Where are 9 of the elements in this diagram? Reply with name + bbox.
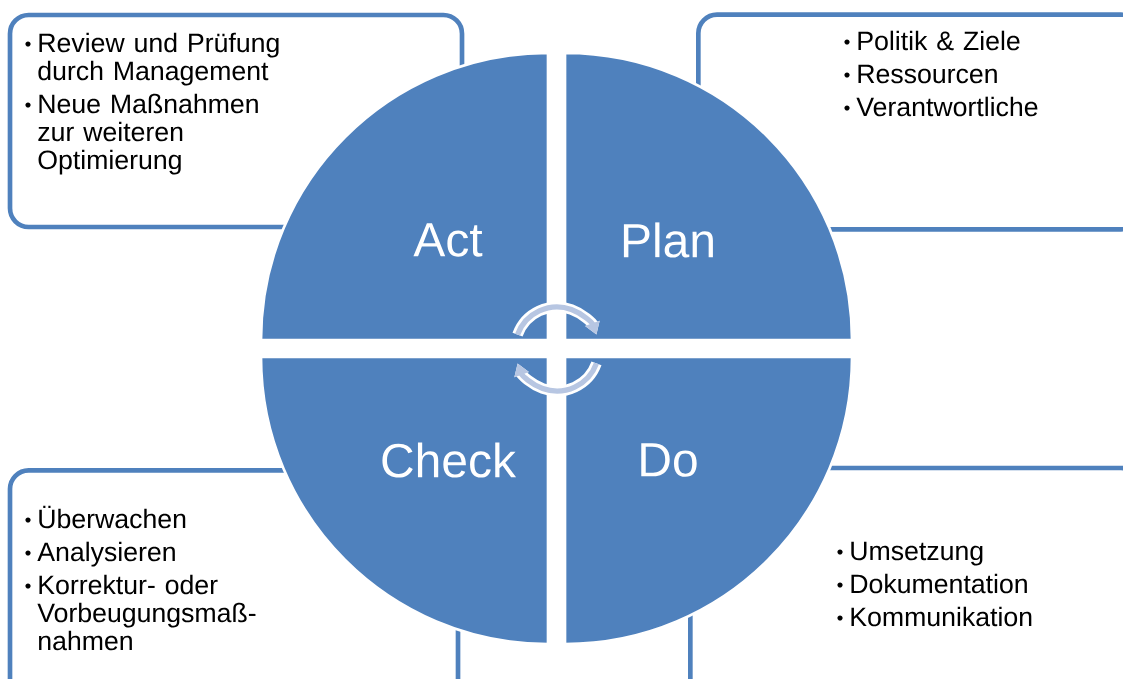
quadrant: Plan: [563, 51, 854, 342]
bullet-item: Neue Maßnahmen zur weiteren Optimierung: [25, 93, 258, 175]
bullet-item: Korrektur- oder Vorbeugungsmaß- nahmen: [25, 574, 256, 651]
quadrant: Check: [259, 355, 550, 646]
bullet-item: Überwachen: [25, 505, 186, 529]
cycle-arrow: [514, 361, 602, 397]
bullet-item: Analysieren: [25, 541, 175, 567]
bullet-item: Politik & Ziele: [844, 30, 1020, 51]
cycle-arrow: [512, 301, 600, 337]
